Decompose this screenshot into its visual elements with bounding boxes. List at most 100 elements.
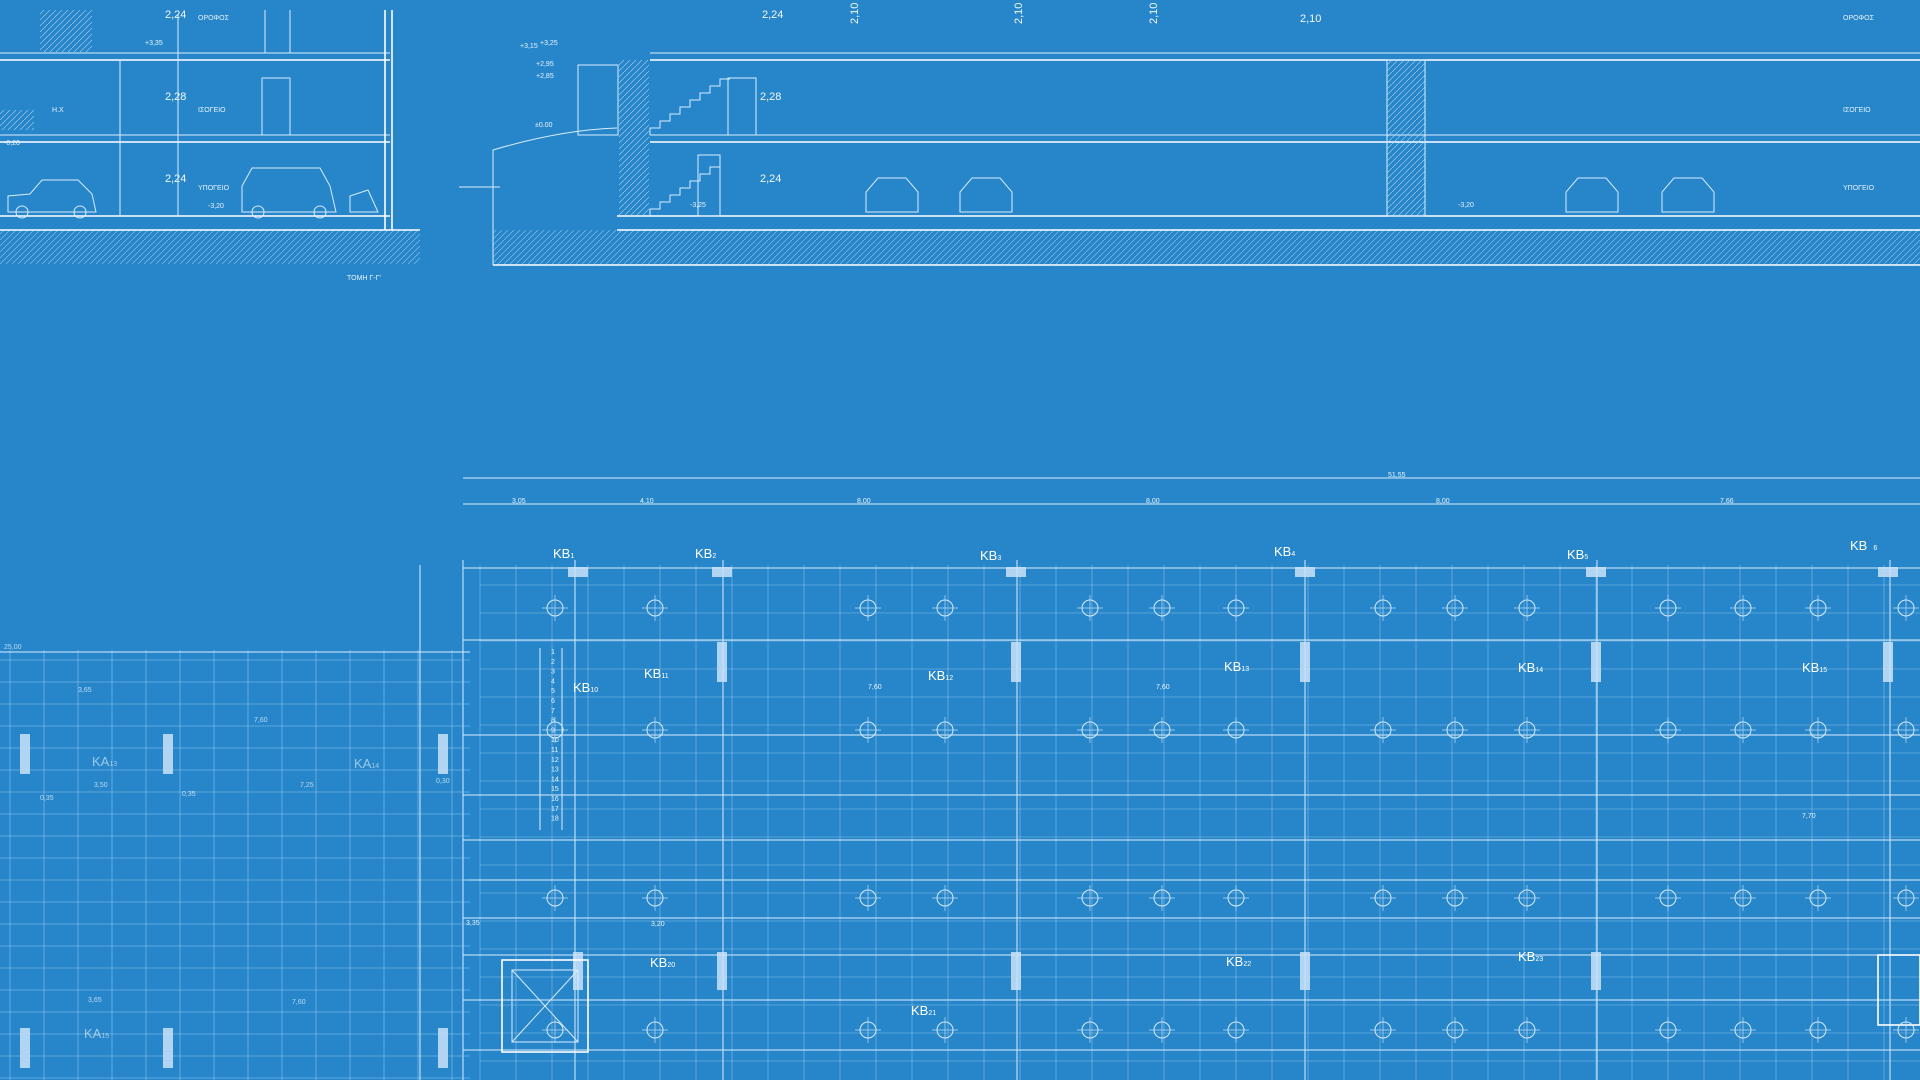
slab-symbol bbox=[1149, 885, 1175, 911]
slab-symbol bbox=[542, 885, 568, 911]
left-dim-4: 3,50 bbox=[94, 782, 108, 789]
section-left-room: Η.Χ bbox=[52, 107, 64, 114]
slab-symbol bbox=[1370, 595, 1396, 621]
slab-symbol bbox=[1893, 885, 1919, 911]
beam-kb11: KB11 bbox=[644, 666, 669, 681]
slab-symbol bbox=[932, 1017, 958, 1043]
car-1 bbox=[865, 177, 919, 213]
slab-symbol bbox=[1514, 595, 1540, 621]
slab-symbol bbox=[855, 1017, 881, 1043]
left-dim-9: 0,30 bbox=[436, 778, 450, 785]
slab-symbol bbox=[542, 1017, 568, 1043]
beam-kb15: KB15 bbox=[1802, 660, 1827, 675]
slab-symbol bbox=[1655, 595, 1681, 621]
slab-symbol bbox=[1514, 1017, 1540, 1043]
section-left: 2,24 ΟΡΟΦΟΣ 2,28 ΙΣΟΓΕΙΟ 2,24 ΥΠΟΓΕΙΟ Η.… bbox=[0, 9, 420, 282]
beam-ka13: KA13 bbox=[92, 754, 117, 769]
slab-symbol bbox=[1370, 885, 1396, 911]
column bbox=[1011, 952, 1021, 990]
section-right-mark-6: -3,25 bbox=[690, 202, 706, 209]
span-dim-4: 3,20 bbox=[651, 921, 665, 928]
left-dim-6: 7,60 bbox=[292, 999, 306, 1006]
slab-symbol bbox=[855, 717, 881, 743]
slab-symbol bbox=[1730, 595, 1756, 621]
column bbox=[20, 734, 30, 774]
beam-kb12: KB12 bbox=[928, 668, 953, 683]
section-left-level-3: ΥΠΟΓΕΙΟ bbox=[198, 185, 230, 192]
slab-symbol bbox=[1805, 885, 1831, 911]
slab-symbol bbox=[1655, 1017, 1681, 1043]
beam-kb4: KB4 bbox=[1274, 544, 1295, 559]
section-right-mark-5: +2,85 bbox=[536, 73, 554, 80]
stair-step-number: 6 bbox=[551, 698, 555, 705]
plan-top-dim-5: 8,00 bbox=[1436, 498, 1450, 505]
beam-kb10: KB10 bbox=[573, 680, 598, 695]
slab-symbol bbox=[1730, 1017, 1756, 1043]
plan-dimensions: 51,55 3,05 4,10 8,00 8,00 8,00 7,66 bbox=[463, 472, 1920, 505]
column bbox=[712, 567, 732, 577]
left-dim-1: 25,00 bbox=[4, 644, 22, 651]
column bbox=[438, 1028, 448, 1068]
beam-ka15: KA15 bbox=[84, 1026, 109, 1041]
slab-symbol bbox=[1730, 885, 1756, 911]
slab-symbol bbox=[1149, 717, 1175, 743]
slab-symbol bbox=[1149, 1017, 1175, 1043]
column bbox=[163, 734, 173, 774]
slab-symbol bbox=[932, 717, 958, 743]
slab-symbol bbox=[642, 1017, 668, 1043]
slab-symbol bbox=[1442, 885, 1468, 911]
span-dim-5: 3,35 bbox=[466, 920, 480, 927]
column bbox=[1300, 642, 1310, 682]
beam-kb3: KB3 bbox=[980, 548, 1001, 563]
section-left-mark-2: -0,20 bbox=[4, 140, 20, 147]
section-right-ground: ΙΣΟΓΕΙΟ bbox=[1843, 107, 1871, 114]
section-left-level-2: ΙΣΟΓΕΙΟ bbox=[198, 107, 226, 114]
slab-symbol bbox=[1442, 717, 1468, 743]
section-left-height-2: 2,28 bbox=[165, 91, 186, 103]
slab-symbol bbox=[1223, 885, 1249, 911]
stair-step-number: 16 bbox=[551, 796, 559, 803]
slab-symbol bbox=[642, 717, 668, 743]
plan-top-dim-1: 3,05 bbox=[512, 498, 526, 505]
column bbox=[1006, 567, 1026, 577]
slab-symbol bbox=[1655, 717, 1681, 743]
span-dim-1: 7,60 bbox=[868, 684, 882, 691]
section-left-height-3: 2,24 bbox=[165, 173, 186, 185]
slab-symbol bbox=[1514, 885, 1540, 911]
column bbox=[1878, 567, 1898, 577]
section-right-basement: ΥΠΟΓΕΙΟ bbox=[1843, 185, 1875, 192]
slab-symbol bbox=[1370, 717, 1396, 743]
slab-symbol bbox=[1730, 717, 1756, 743]
floor-plan-grid bbox=[0, 560, 1920, 1080]
beam-kb13: KB13 bbox=[1224, 659, 1249, 674]
car-3 bbox=[1565, 177, 1619, 213]
slab-symbol bbox=[1370, 1017, 1396, 1043]
span-dim-2: 7,60 bbox=[1156, 684, 1170, 691]
section-left-height-1: 2,24 bbox=[165, 9, 186, 21]
stair-step-number: 15 bbox=[551, 786, 559, 793]
floor-plan-columns bbox=[20, 567, 1920, 1068]
section-right-height-6: 2,28 bbox=[760, 91, 781, 103]
stair-step-number: 3 bbox=[551, 669, 555, 676]
section-caption: ΤΟΜΗ Γ-Γ' bbox=[347, 275, 381, 282]
section-right-mark-3: +2,95 bbox=[536, 61, 554, 68]
slab-symbol bbox=[1805, 1017, 1831, 1043]
section-right-height-4: 2,10 bbox=[1148, 3, 1160, 24]
beam-kb23: KB23 bbox=[1518, 949, 1543, 964]
column bbox=[1883, 642, 1893, 682]
column bbox=[1586, 567, 1606, 577]
stair-step-number: 10 bbox=[551, 737, 559, 744]
plan-left-dimensions: 25,00 3,65 7,60 3,50 7,25 7,60 0,35 0,35… bbox=[4, 644, 450, 1006]
stair-step-number: 18 bbox=[551, 816, 559, 823]
stair-step-number: 12 bbox=[551, 757, 559, 764]
stair-step-number: 1 bbox=[551, 649, 555, 656]
column bbox=[1011, 642, 1021, 682]
plan-span-dimensions: 7,60 7,60 7,70 3,20 3,35 bbox=[466, 684, 1816, 928]
slab-symbol bbox=[1223, 717, 1249, 743]
slab-symbol bbox=[1893, 717, 1919, 743]
stair-step-number: 5 bbox=[551, 688, 555, 695]
slab-symbol bbox=[1514, 717, 1540, 743]
plan-top-dim-2: 4,10 bbox=[640, 498, 654, 505]
